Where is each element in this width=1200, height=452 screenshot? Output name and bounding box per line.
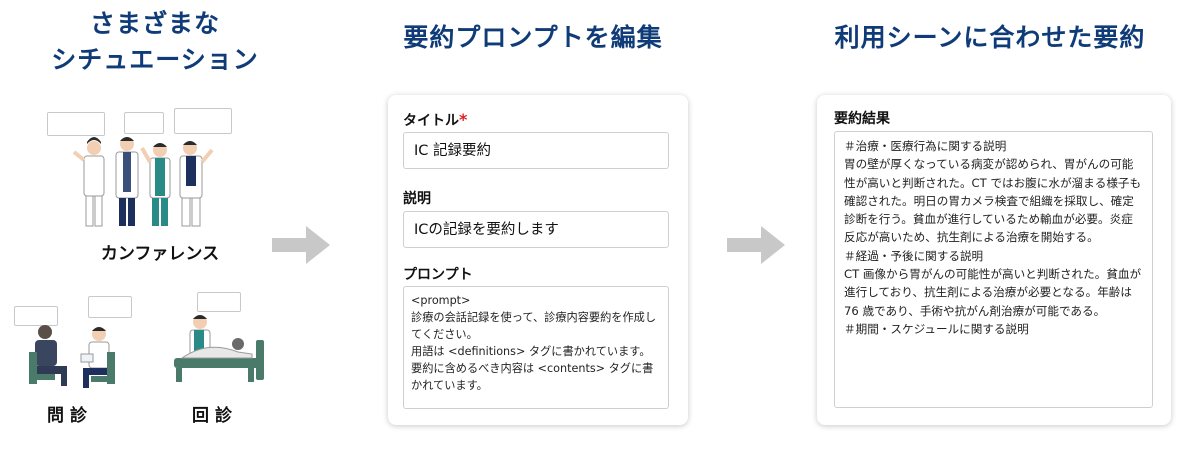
prompt-field-label: プロンプト	[403, 267, 473, 283]
title-input[interactable]: IC 記録要約	[403, 132, 669, 169]
arrow-right-icon	[272, 226, 330, 264]
result-text-box: ＃治療・医療行為に関する説明 胃の壁が厚くなっている病変が認められ、胃がんの可能…	[834, 131, 1153, 408]
description-input[interactable]: ICの記録を要約します	[403, 211, 669, 248]
interview-illustration	[29, 325, 115, 388]
speech-bubble	[47, 112, 105, 136]
title-label-text: タイトル	[403, 113, 459, 129]
speech-bubble	[124, 112, 164, 134]
title-line-2: シチュエーション	[51, 45, 259, 74]
round-label: 回診	[192, 406, 238, 426]
conference-label: カンファレンス	[100, 244, 220, 264]
title-field-label: タイトル*	[403, 110, 467, 130]
title-line-1: さまざまな	[89, 9, 220, 38]
round-illustration	[174, 315, 264, 382]
arrow-right-icon	[727, 226, 785, 264]
result-label: 要約結果	[834, 111, 890, 127]
speech-bubble	[197, 292, 241, 312]
interview-label: 問診	[47, 406, 93, 426]
scenes-column-title: さまざまな シチュエーション	[0, 6, 310, 78]
required-mark: *	[459, 110, 468, 129]
description-field-label: 説明	[403, 191, 431, 207]
prompt-edit-panel: タイトル* IC 記録要約 説明 ICの記録を要約します プロンプト <prom…	[388, 95, 688, 425]
result-column-title: 利用シーンに合わせた要約	[834, 23, 1146, 52]
speech-bubble	[14, 306, 58, 326]
edit-column-title: 要約プロンプトを編集	[403, 23, 663, 52]
conference-illustration	[72, 137, 214, 227]
summary-result-panel: 要約結果 ＃治療・医療行為に関する説明 胃の壁が厚くなっている病変が認められ、胃…	[817, 95, 1171, 425]
speech-bubble	[88, 296, 132, 318]
speech-bubble	[174, 108, 232, 134]
prompt-textarea[interactable]: <prompt> 診療の会話記録を使って、診療内容要約を作成してください。 用語…	[403, 286, 669, 409]
